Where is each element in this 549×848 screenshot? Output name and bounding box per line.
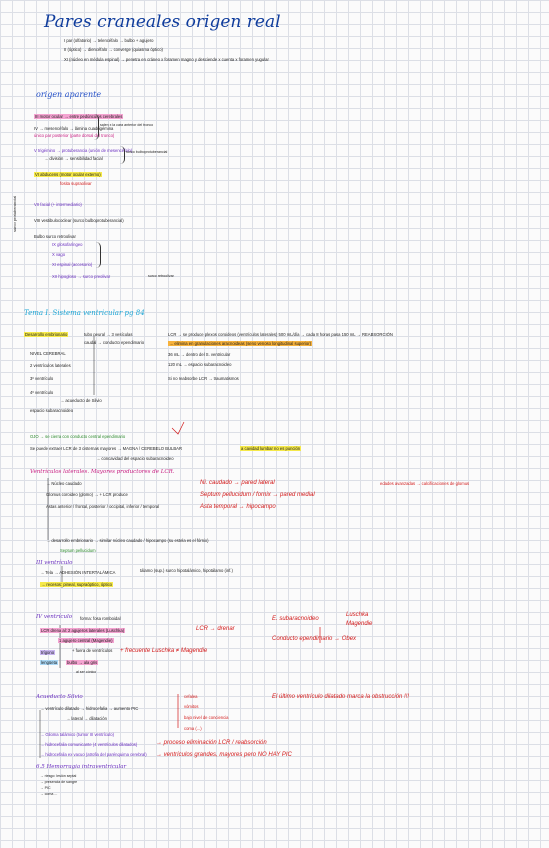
acueducto-line: → acueducto de Silvio <box>60 398 102 403</box>
fossa-note: fosita supraolivar <box>60 181 92 186</box>
cuarto-line: LCR drena al: 2 agujeros laterales (Lusc… <box>40 628 126 633</box>
nerve-item: → división → sensibilidad facial <box>44 156 103 161</box>
section-heading-tercero: III ventrículo <box>36 560 73 566</box>
list-item: coma (...) <box>184 726 202 731</box>
section-heading-laterales: Ventrículos laterales. Mayores productor… <box>30 469 175 475</box>
nerve-item: VIII vestibulococlear (surco bulboprotub… <box>34 218 124 223</box>
brace-note: salen x la cara anterior del tronco <box>100 123 154 127</box>
espacio-label: espacio subaracnoideo <box>30 408 74 413</box>
tercero-label: 3º ventrículo <box>30 376 54 381</box>
cuarto-red-line: + frecuente Luschka ≠ Magendie <box>120 648 208 654</box>
laterales-label: 2 ventrículos laterales <box>30 363 71 368</box>
hem-item: → riesgo: lesión septal <box>40 774 77 778</box>
lumbar-note: a cavidad lumbar no es punción <box>240 446 302 451</box>
cuarto-label: 4º ventrículo <box>30 390 54 395</box>
cuarto-tag: lengüeta <box>40 660 59 665</box>
intro-line-2: II (óptico) → diencéfalo → converge (qui… <box>64 47 163 52</box>
conducto-line: caudal → conducto ependimario <box>84 340 145 345</box>
bullet-line: → hidrocefalia comunicante (4 ventrículo… <box>40 742 138 747</box>
lcr-drenar: LCR → drenar <box>196 626 235 632</box>
intro-line-1: I par (olfatorio) → telencéfalo → bulbo … <box>64 38 154 43</box>
hemorragia-heading: 6.5 Hemorragia intraventricular <box>36 764 127 770</box>
bullet-line-right: → ventrículos grandes, mayores pero NO H… <box>156 752 292 758</box>
brace <box>96 242 101 268</box>
brace-note-2: surco bulboprotuberancial <box>126 150 168 154</box>
bullet-line-right: → proceso eliminación LCR / reabsorción <box>156 740 267 746</box>
section-heading-cuarto: IV ventrículo <box>36 614 73 620</box>
bullet-line: → hidrocefalia ex vacuo (atrofia del par… <box>40 752 147 757</box>
nerve-item: Bulbo surco retroolivar <box>34 234 76 239</box>
list-item: bajo nivel de conciencia <box>184 715 229 720</box>
nerve-item: IV → mesencéfalo → lámina cuadrigémina <box>34 126 114 131</box>
red-item: Septum pellucidum / fornix → pared media… <box>200 492 315 498</box>
acueducto-line: → lateral → dilatación <box>66 716 107 721</box>
no-reabsorbe: Si no reabsorbe LCR → traumatismos <box>168 376 239 381</box>
tercero-item: → Tela → ADHESIÓN INTERTALÁMICA <box>40 570 116 575</box>
red-note: El último ventrículo dilatado marca la o… <box>272 694 410 700</box>
cuarto-tag: trígono <box>40 650 56 655</box>
nerve-item: XI espinal (accesorio) <box>52 262 93 267</box>
nerve-item: VII facial (+ intermediario) <box>34 202 82 207</box>
ml-line-1: 36 mL → dentro del S. ventricular <box>168 352 231 357</box>
lcr-line-2: → elimina en granulaciones aracnoideas (… <box>168 341 312 346</box>
hem-item: → presencia de sangre <box>40 780 78 784</box>
lateral-item: Astas anterior / frontal, posterior / oc… <box>46 504 160 509</box>
nerve-item: V trigémino → protuberancia (unión de me… <box>34 148 133 153</box>
cuarto-line: 1 agujero central (Magendie) <box>58 638 114 643</box>
nerve-item: VI abducens (motor ocular externo) <box>34 172 102 177</box>
intro-line-3: XI (núcleo en médula espinal) → penetra … <box>64 57 269 62</box>
concavidad-line: → concavidad del espacio subaracnoideo <box>96 456 174 461</box>
bullet-line: → Glioma talámico (tumor III ventrículo) <box>40 732 114 737</box>
desarrollo-label: Desarrollo embrionario <box>24 332 69 337</box>
red-item: Ni. caudado → pared lateral <box>200 480 275 486</box>
hem-item: → PIC <box>40 786 51 790</box>
tubo-line: tubo neural → 3 vesículas <box>84 332 133 337</box>
page-title: Pares craneales origen real <box>44 12 281 32</box>
magendie-label: Magendie <box>346 621 373 627</box>
lateral-item: → desarrollo embrionario → similar núcle… <box>46 538 209 543</box>
red-item: Asta temporal → hipocampo <box>200 504 276 510</box>
section-heading-acueducto: Acueducto Silvio <box>36 694 83 700</box>
cuarto-line: forma: fosa romboidal <box>80 616 121 621</box>
ml-line-2: 120 mL → espacio subaracnoideo <box>168 362 232 367</box>
tercero-item: → recesos: pineal, supraóptico, óptico <box>40 582 113 587</box>
septum-label: Septum pellucidum <box>60 548 96 553</box>
hem-item: → coma ... <box>40 792 58 796</box>
nerve-item: IX glosofaríngeo <box>52 242 83 247</box>
luschka-label: Luschka <box>346 612 369 618</box>
nerve-item: XII hipogloso → surco preolivar <box>52 274 111 279</box>
lcr-line-1: LCR → se produce plexos coroideos (ventr… <box>168 332 393 337</box>
edad-note: edades avanzadas → calcificaciones de gl… <box>380 481 470 486</box>
cuarto-note-2: al ser cónico <box>76 670 97 674</box>
section-heading-aparente: origen aparente <box>36 90 102 99</box>
brace <box>120 146 125 164</box>
e-subaracnoideo: E. subaracnoideo <box>272 616 319 622</box>
cuarto-note: + fuera de ventrículos <box>72 648 113 653</box>
nerve-item: único par posterior (parte dorsal del tr… <box>34 133 115 138</box>
list-item: cefalea <box>184 694 198 699</box>
cisternas-line: Se puede extraer LCR de 3 cisternas mayo… <box>30 446 182 451</box>
section-heading-tema: Tema I. Sistema ventricular pg 84 <box>24 309 145 317</box>
cuarto-tag: bulbo → ala gris <box>66 660 99 665</box>
lateral-item: Glomus coroideo (glomo) → + LCR produce <box>46 492 128 497</box>
closing-note: surco retroolivar <box>148 274 174 278</box>
sideways-label: surco protuberancial <box>12 195 17 232</box>
nivel-label: NIVEL CEREBRAL <box>30 351 66 356</box>
lateral-item: → Núcleo caudado <box>46 481 82 486</box>
nerve-item: III motor ocular → entre pedúnculos cere… <box>34 114 124 119</box>
brace <box>94 114 99 140</box>
tercero-right: tálamo (sup.) surco hipotalámico, hipotá… <box>140 568 233 573</box>
nerve-item: X vago <box>52 252 66 257</box>
list-item: vómitos <box>184 704 199 709</box>
ojo-line: OJO → se cierra con conducto central epe… <box>30 434 126 439</box>
acueducto-line: → ventrículo dilatado → hidrocefalia → a… <box>40 706 139 711</box>
e-conducto: Conducto ependimario → Obex <box>272 636 357 642</box>
